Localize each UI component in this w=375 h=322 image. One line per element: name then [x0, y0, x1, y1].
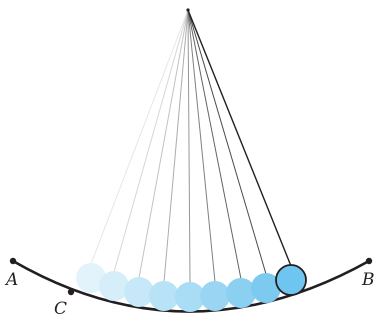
- pendulum-bob-ghost: [251, 273, 281, 303]
- pendulum-bob-ghost: [76, 263, 106, 293]
- point-a-dot: [9, 257, 17, 265]
- pendulum-string: [113, 9, 189, 273]
- pendulum-string: [187, 9, 267, 275]
- pendulum-bob-ghost: [200, 281, 230, 311]
- pivot-point: [186, 8, 190, 12]
- pendulum-bob-ghost: [99, 271, 129, 301]
- label-b: B: [361, 270, 375, 290]
- pendulum-string: [138, 9, 189, 279]
- label-a: A: [4, 270, 18, 290]
- pendulum-bob-ghost: [175, 282, 205, 312]
- pendulum-bob-ghost: [226, 278, 256, 308]
- pendulum-string: [163, 9, 189, 283]
- pendulum-string: [187, 9, 242, 280]
- pendulum-bob-ghost: [124, 277, 154, 307]
- pendulum-bob-current: [275, 264, 307, 296]
- pendulum-string: [187, 9, 191, 284]
- pendulum-bobs: [76, 263, 307, 312]
- label-c: C: [54, 299, 67, 319]
- pendulum-string: [187, 9, 216, 283]
- point-b-dot: [365, 257, 373, 265]
- pendulum-strings: [90, 9, 292, 284]
- pendulum-string: [90, 9, 189, 265]
- pendulum-bob-ghost: [149, 281, 179, 311]
- point-c-dot: [67, 288, 75, 296]
- pendulum-string: [187, 9, 292, 267]
